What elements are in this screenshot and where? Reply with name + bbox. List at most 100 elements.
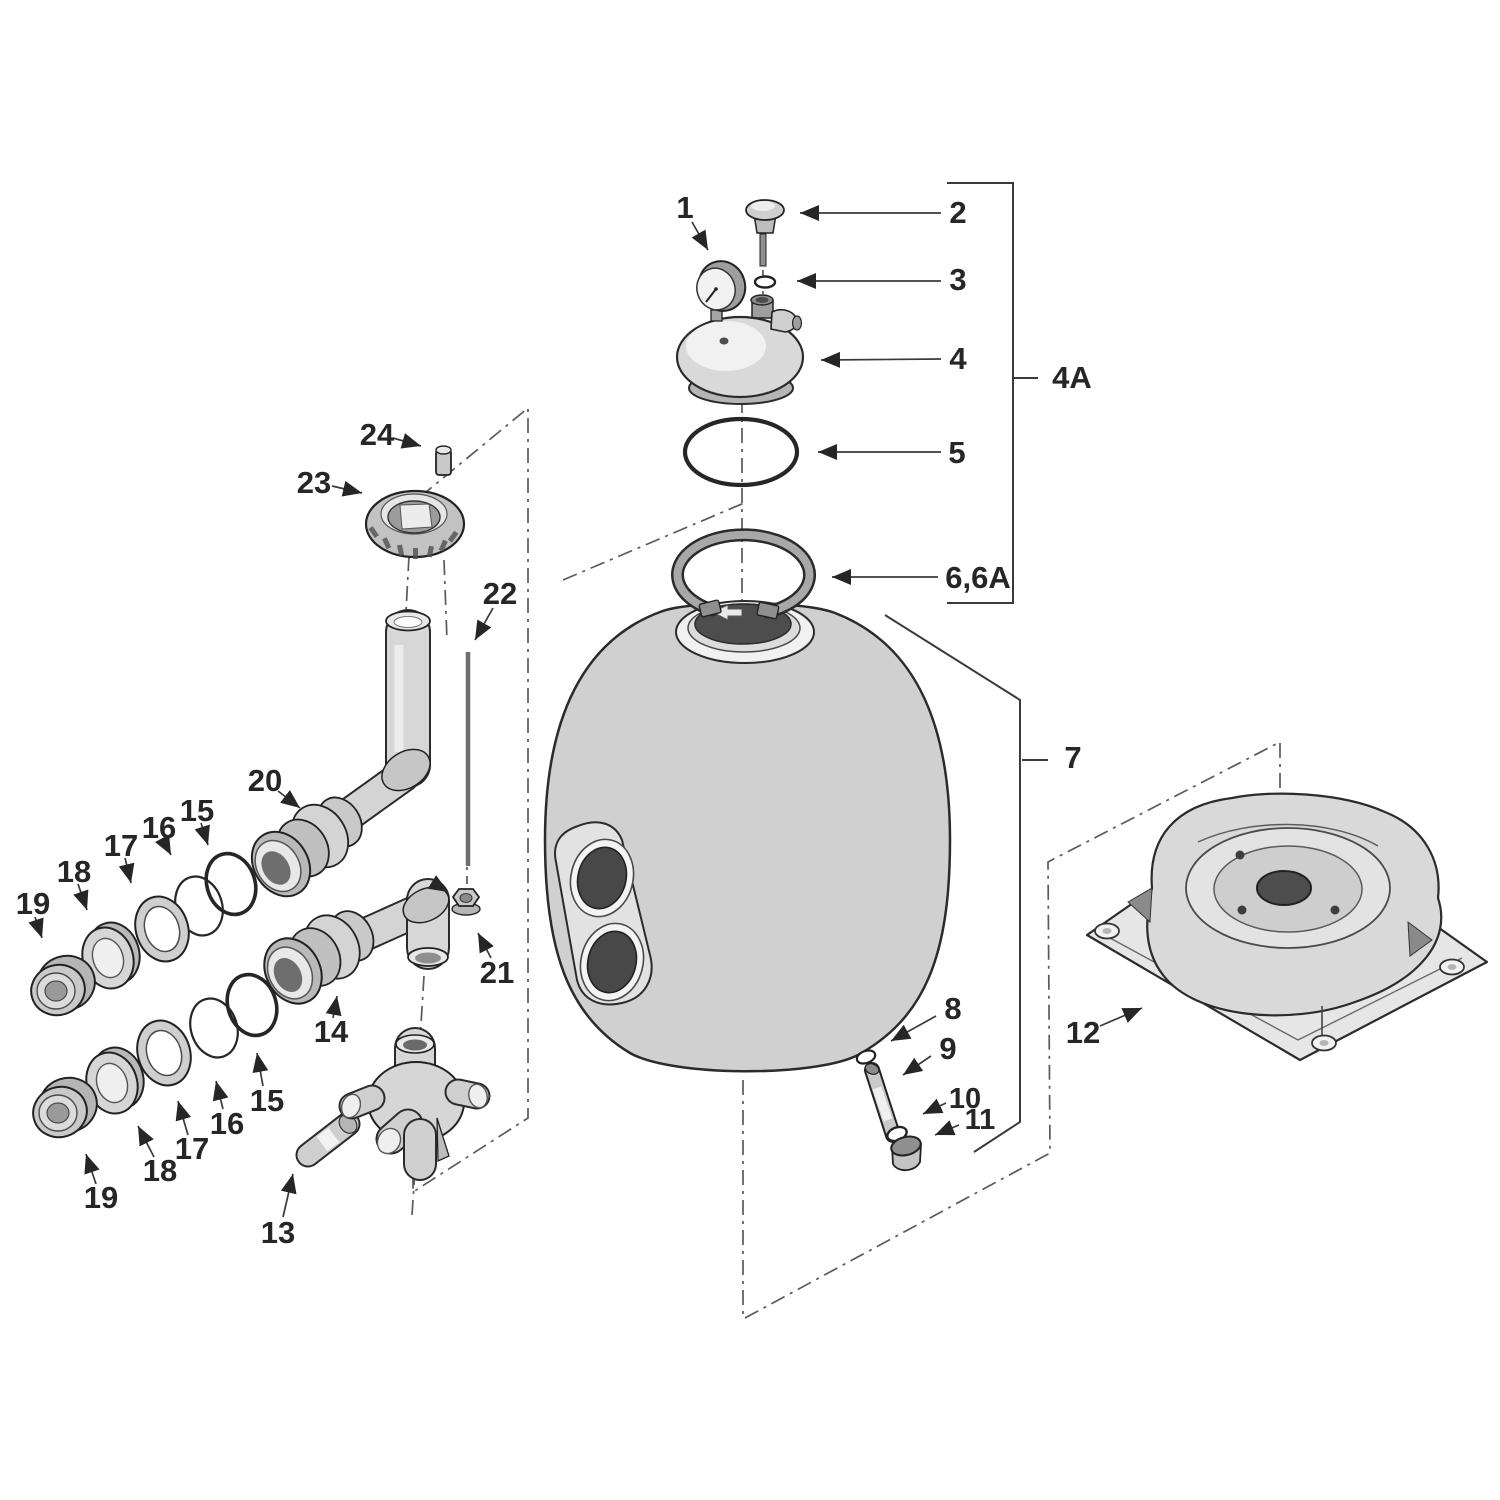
tank-port-upper — [569, 838, 635, 918]
leader-8 — [890, 1015, 937, 1042]
callout-9-label: 9 — [939, 1031, 956, 1066]
hub-keel — [436, 1117, 450, 1162]
callout-15-lower-label: 15 — [250, 1083, 284, 1118]
callout-16-lower-label: 16 — [210, 1106, 244, 1141]
callout-2-label: 2 — [949, 195, 966, 230]
bracket-4a — [947, 182, 1014, 604]
lid-oring — [682, 416, 800, 488]
callout-12-label: 12 — [1066, 1015, 1100, 1050]
leader-19-upper — [28, 916, 44, 939]
clamp-lug-right — [756, 601, 780, 620]
leader-21 — [477, 932, 494, 959]
union-parts-lower — [32, 972, 279, 1139]
leader-20 — [277, 790, 301, 809]
callout-3-label: 3 — [949, 262, 966, 297]
lid-top-port-hole — [755, 297, 769, 303]
diffuser — [364, 489, 466, 559]
rod-nut — [451, 888, 481, 916]
callout-labels: 1 2 3 4 5 6,6A 4A 7 8 9 10 11 12 13 14 1… — [16, 190, 1100, 1250]
callout-20-label: 20 — [248, 763, 282, 798]
callout-24-label: 24 — [360, 417, 395, 452]
union-oring-15 — [225, 972, 279, 1038]
relief-oring — [753, 275, 777, 289]
lid-dot — [719, 337, 729, 345]
callout-4-label: 4 — [949, 341, 967, 376]
gauge-pivot — [714, 287, 718, 291]
callout-5-label: 5 — [948, 435, 965, 470]
leader-15-upper — [194, 822, 210, 846]
leader-13 — [280, 1173, 297, 1218]
callout-14-label: 14 — [314, 1014, 349, 1049]
filter-tank — [543, 600, 952, 1073]
drain-standpipe-band — [872, 1086, 893, 1122]
lid-assembly — [675, 199, 805, 488]
tank-port-lower — [579, 922, 645, 1002]
leader-12 — [1099, 1007, 1143, 1027]
drain-standpipe-top — [864, 1063, 880, 1075]
callout-19-upper-label: 19 — [16, 886, 50, 921]
leader-17-upper — [118, 857, 135, 884]
lid-spout-end — [791, 315, 803, 331]
stand-rib-right — [1407, 920, 1433, 957]
clamp-ring — [671, 528, 816, 620]
leader-17-lower — [175, 1100, 192, 1136]
callout-16-upper-label: 16 — [142, 810, 176, 845]
tank-stand — [1085, 792, 1489, 1062]
callout-7-label: 7 — [1064, 740, 1081, 775]
air-relief-valve — [745, 199, 785, 267]
left-plane-outline — [412, 406, 529, 1194]
callout-18-upper-label: 18 — [57, 854, 91, 889]
stand-screw-hole — [1237, 905, 1247, 915]
union-oring-16 — [189, 997, 239, 1059]
nut-pointer — [427, 875, 449, 893]
drain-cap-top — [890, 1135, 922, 1157]
leader-1 — [691, 221, 709, 251]
leader-11 — [934, 1120, 960, 1136]
stand-corner-hole-center — [1319, 1040, 1329, 1046]
stand-rib-left — [1127, 887, 1153, 924]
upper-pipe — [250, 609, 431, 898]
piping-assembly — [30, 445, 491, 1181]
elbow-socket — [381, 748, 431, 792]
union-parts-upper — [30, 851, 258, 1017]
stand-center-hole — [1256, 870, 1312, 906]
drain-assembly — [855, 1049, 922, 1172]
callout-17-lower-label: 17 — [175, 1131, 209, 1166]
lateral-hub — [338, 1027, 491, 1181]
sight-glass-plug — [295, 1111, 361, 1168]
leader-24 — [392, 433, 422, 449]
callout-18-lower-label: 18 — [143, 1153, 177, 1188]
stand-screw-hole — [1235, 850, 1245, 860]
stand-corner-hole-center — [1447, 964, 1457, 970]
base-plane-outline — [744, 740, 1281, 1319]
callout-1-label: 1 — [676, 190, 693, 225]
diffuser-pin-top — [435, 445, 452, 455]
callout-11-label: 11 — [965, 1104, 996, 1136]
elbow-socket — [402, 886, 450, 924]
leader-10 — [922, 1098, 947, 1115]
drain-oring-upper — [855, 1049, 877, 1065]
leader-23 — [331, 480, 363, 497]
clamp-ring-band — [673, 530, 814, 616]
leader-16-lower — [212, 1080, 229, 1110]
stand-corner-hole-center — [1102, 928, 1112, 934]
leader-4 — [820, 351, 942, 368]
callout-17-upper-label: 17 — [104, 828, 138, 863]
callout-21-label: 21 — [480, 955, 514, 990]
stand-ridge — [1197, 823, 1379, 847]
bracket-7 — [884, 614, 1021, 1153]
lid-highlight — [686, 321, 766, 371]
leader-lines — [28, 182, 1143, 1218]
callout-22-label: 22 — [483, 576, 517, 611]
callout-8-label: 8 — [944, 991, 961, 1026]
leader-18-lower — [137, 1125, 155, 1158]
leader-19-lower — [84, 1153, 100, 1185]
gauge-needle — [705, 288, 717, 303]
leader-9 — [902, 1055, 932, 1076]
leader-16-upper — [155, 834, 172, 856]
relief-cap-highlight — [751, 201, 775, 211]
callout-6-6a-label: 6,6A — [945, 560, 1010, 595]
diffuser-centerline-right — [443, 559, 448, 641]
callout-23-label: 23 — [297, 465, 331, 500]
